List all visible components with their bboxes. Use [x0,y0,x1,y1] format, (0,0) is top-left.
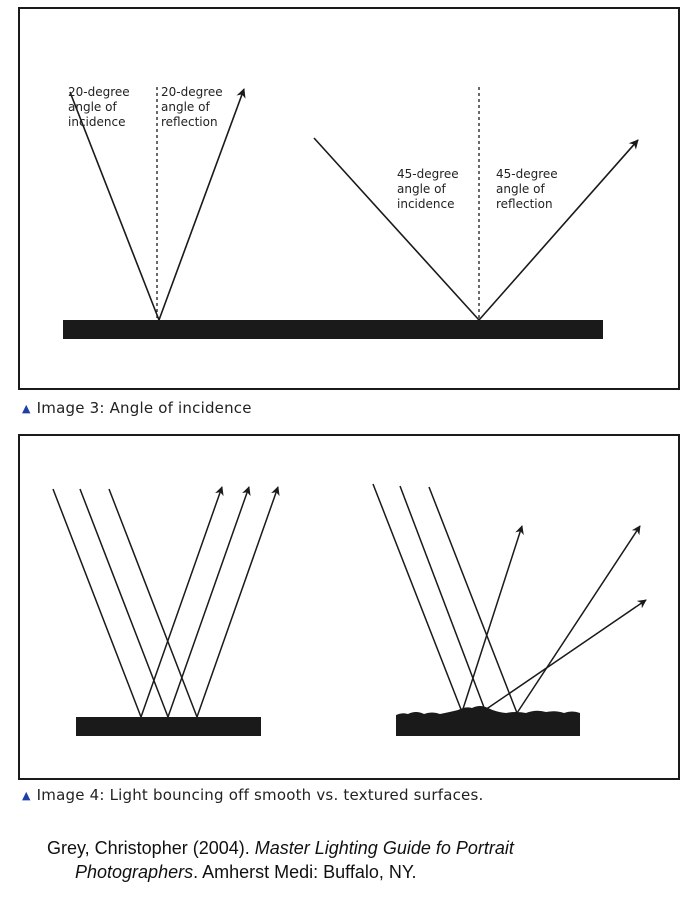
angle-of-incidence-figure: 20-degree angle of incidence 20-degree a… [18,7,680,390]
triangle-up-icon: ▲ [22,789,31,802]
reflected-ray-45 [478,139,639,321]
reflective-surface [63,320,603,339]
reflected-ray-20 [158,88,246,321]
caption-image-3-text: Image 3: Angle of incidence [36,399,252,417]
label-45-incidence: 45-degree angle of incidence [397,167,459,211]
smooth-reflected-rays [140,486,280,718]
surface-reflection-figure [18,434,680,780]
surface-diagram [52,483,647,736]
citation-publisher: . Amherst Medi: Buffalo, NY. [193,862,417,882]
incident-ray-20 [69,91,160,321]
caption-image-3: ▲ Image 3: Angle of incidence [22,399,252,417]
citation-line-2: Photographers. Amherst Medi: Buffalo, NY… [47,860,667,884]
citation-title-part2: Photographers [75,862,194,882]
smooth-incident-rays [52,488,198,718]
label-20-incidence: 20-degree angle of incidence [68,85,130,129]
citation: Grey, Christopher (2004). Master Lightin… [47,836,667,884]
citation-author-year: Grey, Christopher (2004). [47,838,255,858]
textured-incident-rays [372,483,518,714]
textured-reflected-rays [461,525,647,714]
caption-image-4: ▲ Image 4: Light bouncing off smooth vs. … [22,786,483,804]
incidence-diagram [63,87,639,339]
smooth-surface [76,717,261,736]
incident-ray-45 [313,137,480,321]
label-20-reflection: 20-degree angle of reflection [161,85,223,129]
label-45-reflection: 45-degree angle of reflection [496,167,558,211]
citation-title-part1: Master Lighting Guide fo Portrait [254,838,514,858]
caption-image-4-text: Image 4: Light bouncing off smooth vs. t… [36,786,484,804]
textured-surface [396,706,580,736]
triangle-up-icon: ▲ [22,402,31,415]
